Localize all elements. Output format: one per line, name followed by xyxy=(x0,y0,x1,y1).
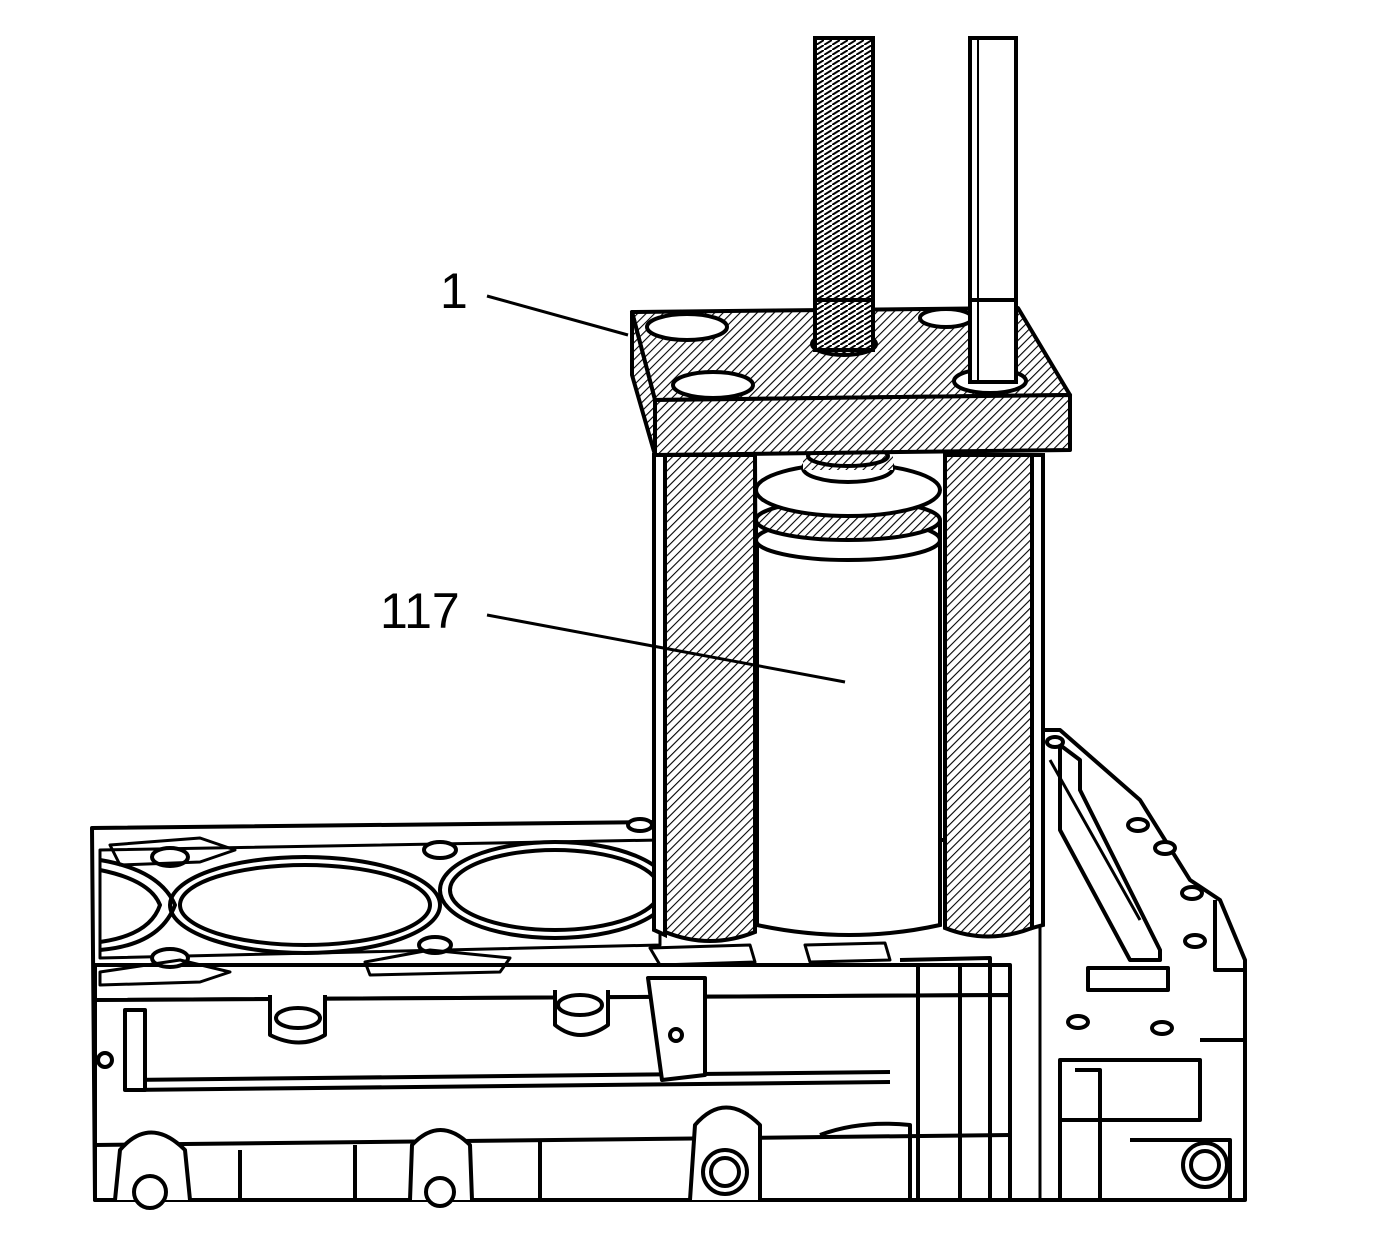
puller-legs xyxy=(652,453,1045,943)
puller-top-plate xyxy=(630,306,1072,457)
cylinder-liner xyxy=(754,444,942,937)
callout-label-1: 1 xyxy=(440,263,468,319)
callout-1: 1 xyxy=(440,263,629,337)
callout-117: 117 xyxy=(380,583,846,684)
callout-label-117: 117 xyxy=(380,583,460,639)
